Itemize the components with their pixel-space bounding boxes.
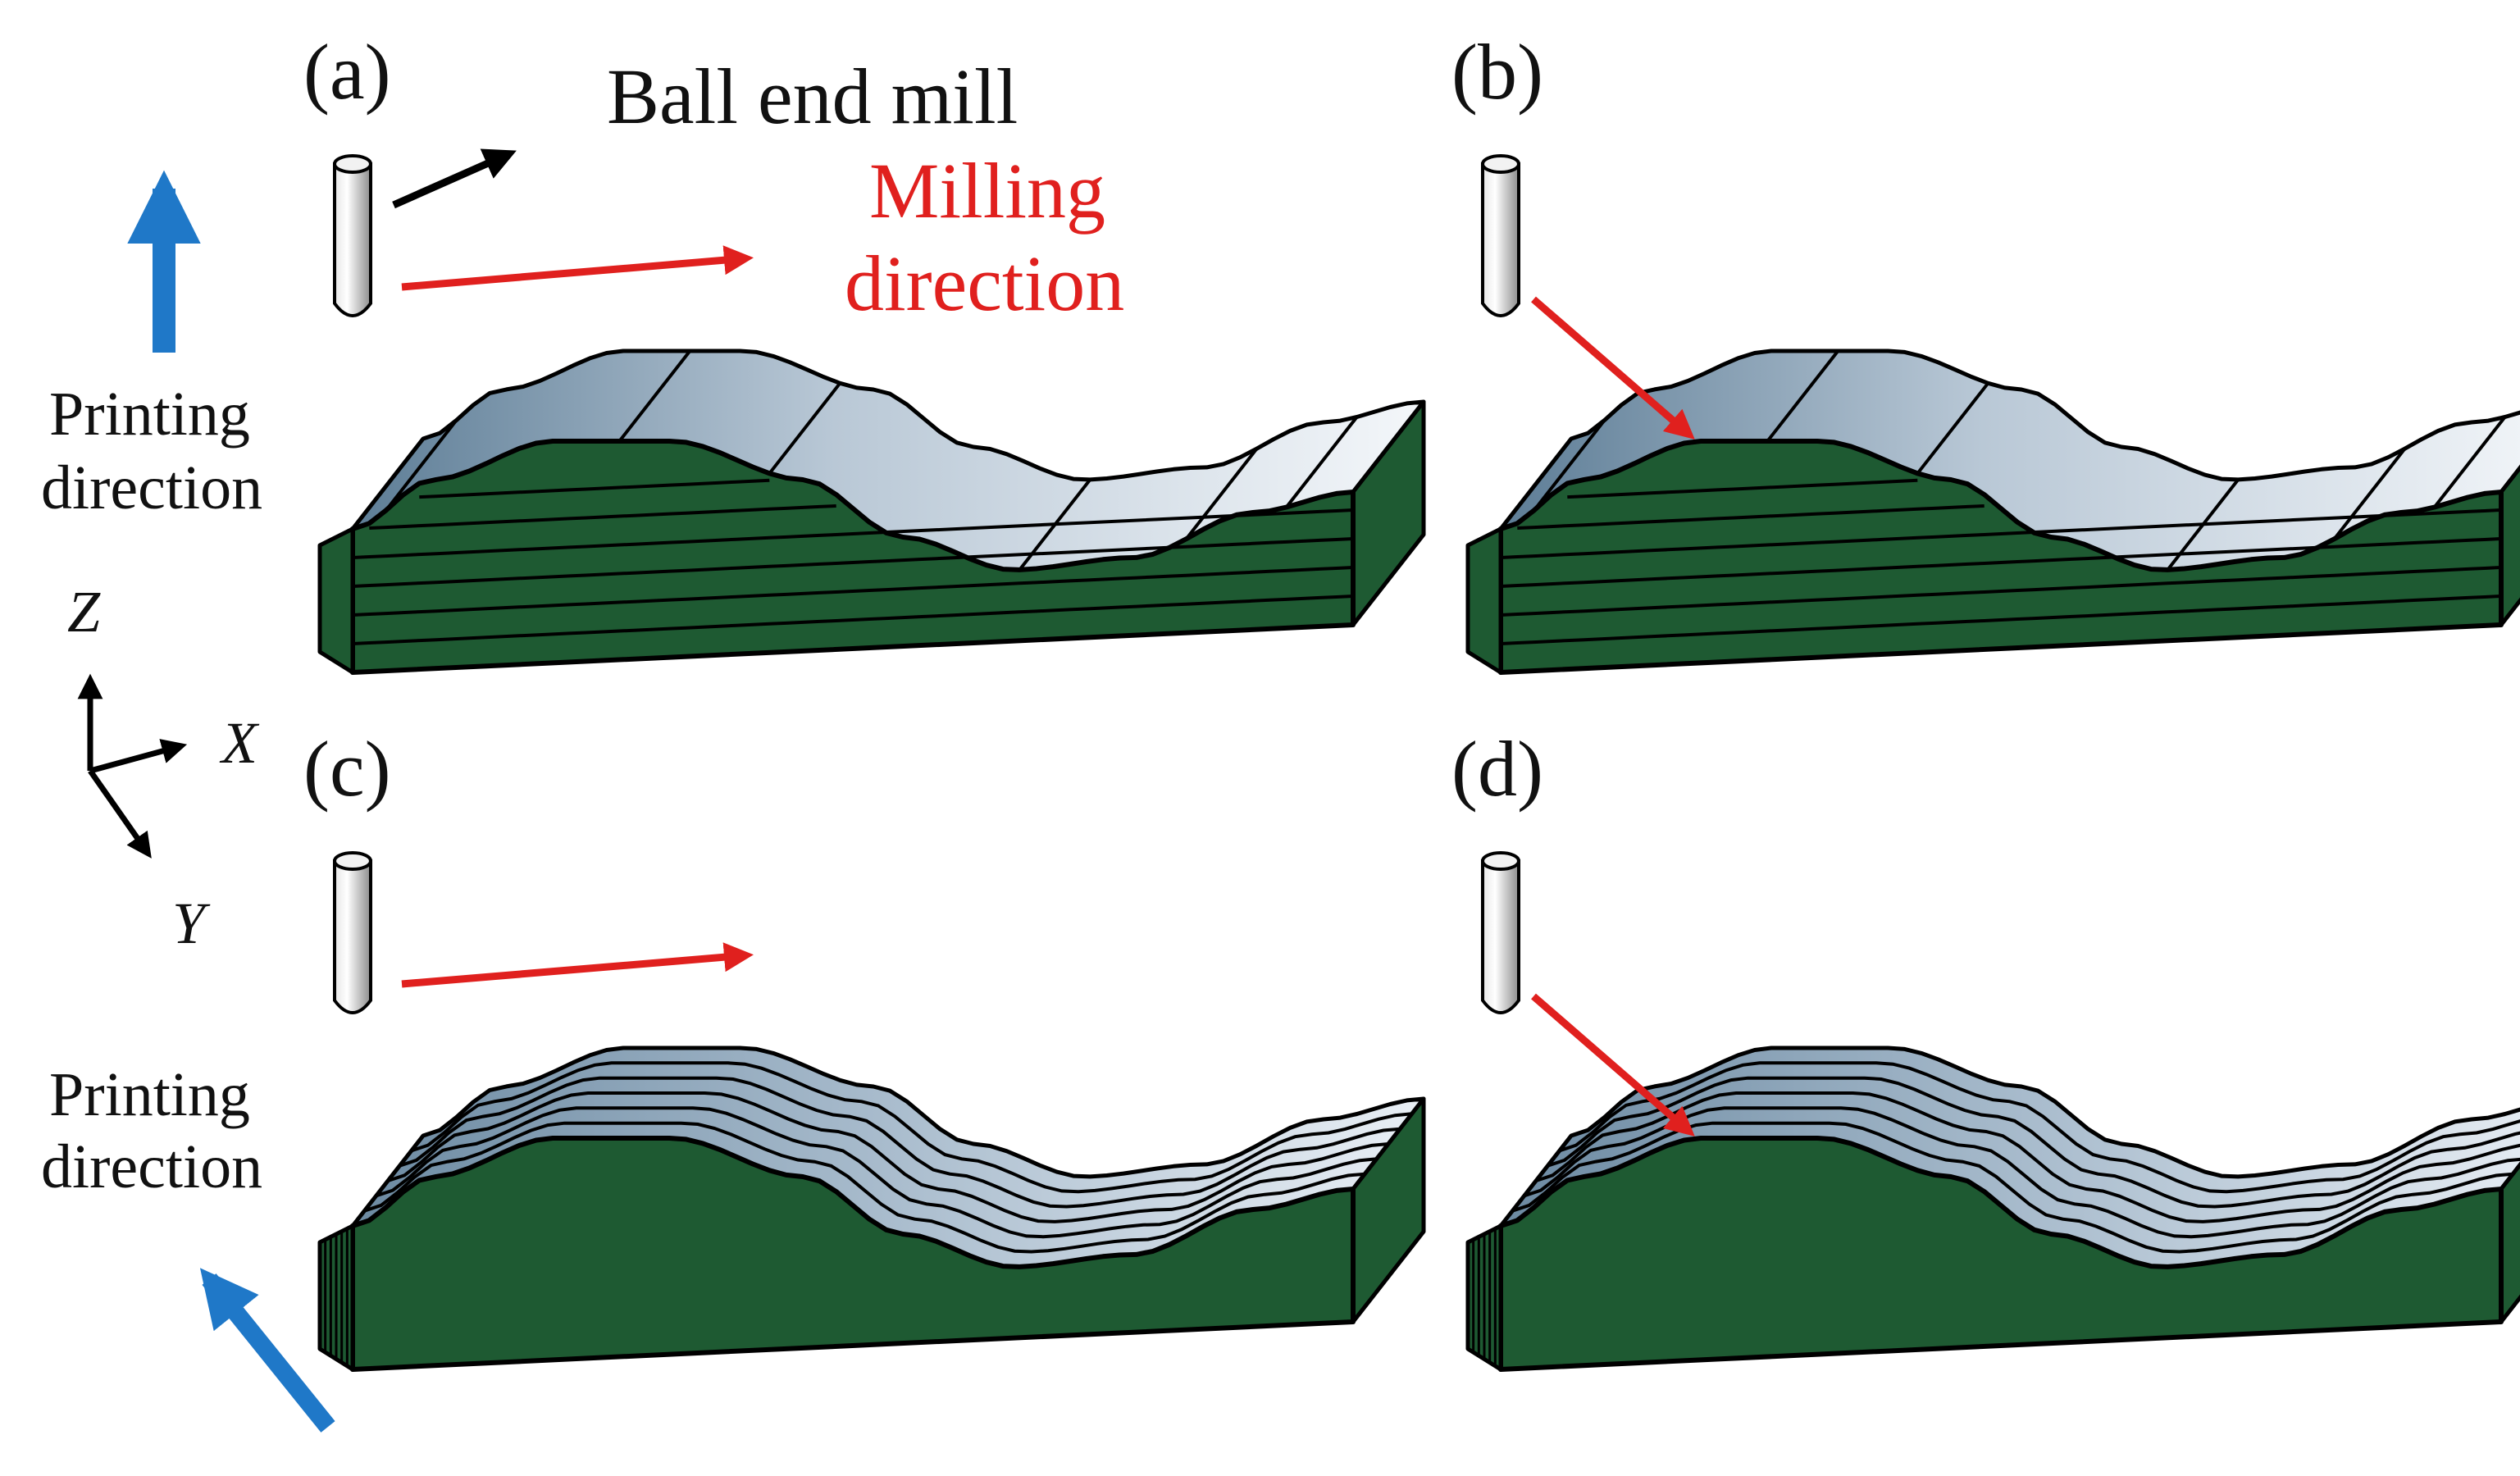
print-layer-line [352,566,1354,617]
front-face [1498,439,2504,675]
print-layer-line [352,594,1354,645]
printing-label-bottom-line1: Printing [49,1060,250,1129]
printing-direction-arrow-icon [199,1268,335,1433]
left-end-face [317,526,355,675]
ball-end-mill-icon [333,154,372,317]
milling-direction-arrow-icon [401,942,754,988]
milling-label-line1: Milling [869,147,1105,235]
print-layer-line [387,1091,1389,1223]
panel-label: (d) [1451,725,1543,813]
tool-top [333,154,372,174]
tool-body [333,162,372,317]
print-layer-line [363,1121,1365,1254]
print-layer-line [399,1076,1401,1209]
panel-b: (b) [1451,28,2520,675]
milling-direction-arrow-icon [401,245,754,291]
print-layer-line [1500,594,2502,645]
tool-body [1481,859,1520,1014]
surface-segment-line [1766,349,1839,443]
y-axis-label: Y [172,891,211,956]
tool-top [333,851,372,871]
surface-segment-line [2166,478,2240,572]
surface-segment-line [1018,478,1091,572]
x-axis-arrow [89,739,188,774]
panel-c: (c) [303,725,1426,1372]
print-layer-line [1500,508,2502,559]
milling-label-line2: direction [845,239,1124,327]
print-layer-line [1500,537,2502,588]
surface-segment-line [1533,419,1606,512]
print-layer-line [1567,478,1918,499]
print-layer-line [411,1061,1412,1194]
front-face [350,1136,1356,1372]
ball-end-mill-icon [1481,851,1520,1014]
surface-segment-line [2333,447,2407,540]
print-layer-line [1535,1091,2520,1223]
tool-label: Ball end mill [607,52,1018,140]
print-layer-line [419,478,770,499]
print-layer-line [369,504,836,530]
tool-body [333,859,372,1014]
labels-layer: Ball end millMillingdirectionPrintingdir… [41,52,1124,1433]
printing-label-top-line2: direction [41,453,262,522]
print-layer-line [1517,504,1985,530]
tool-body [1481,162,1520,317]
tool-pointer-arrow-icon [392,148,517,209]
ball-end-mill-icon [1481,154,1520,317]
axis-triad-icon: Z X Y [67,579,260,956]
print-layer-line [352,508,1354,559]
milling-direction-arrow-icon [1531,296,1695,440]
panels-layer: (a) (b) (c) (d) [303,28,2520,1372]
print-layer-line [1559,1061,2520,1194]
surface-segment-line [1185,447,1259,540]
surface-segment-line [1916,382,1989,475]
panel-label: (c) [303,725,391,813]
surface-segment-line [2433,416,2507,508]
panel-label: (a) [303,28,391,116]
surface-segment-line [768,382,841,475]
print-layer-line [1547,1076,2520,1209]
print-layer-line [376,1106,1377,1239]
front-face [350,439,1356,675]
printing-label-top-line1: Printing [49,380,250,449]
x-axis-label: X [219,710,260,776]
tool-top [1481,851,1520,871]
print-layer-line [1500,566,2502,617]
ball-end-mill-icon [333,851,372,1014]
left-end-face [1465,526,1503,675]
surface-segment-line [617,349,691,443]
print-layer-line [352,537,1354,588]
panel-d: (d) [1451,725,2520,1372]
panel-label: (b) [1451,28,1543,116]
tool-top [1481,154,1520,174]
surface-segment-line [1285,416,1359,508]
z-axis-label: Z [67,579,101,645]
printing-label-bottom-line2: direction [41,1132,262,1201]
milling-direction-arrow-icon [1531,993,1695,1137]
surface-segment-line [385,419,458,512]
panel-a: (a) [303,28,1426,675]
y-axis-arrow [88,768,152,859]
front-face [1498,1136,2504,1372]
